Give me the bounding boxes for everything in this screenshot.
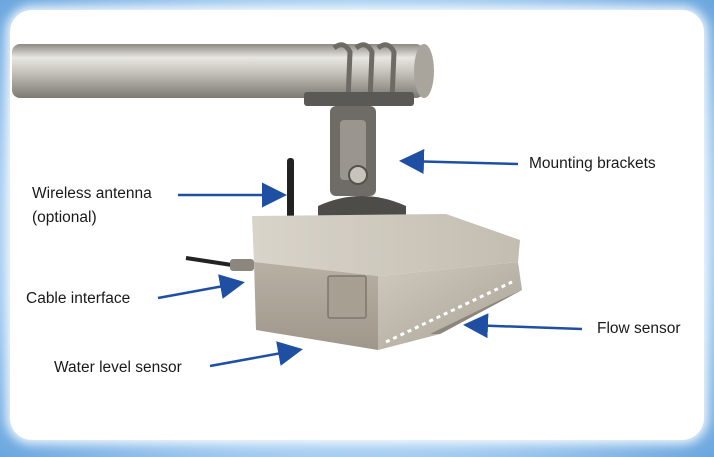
arrow-flow-sensor xyxy=(463,313,583,339)
antenna-rod xyxy=(287,158,294,220)
pipe-clamps xyxy=(332,42,397,101)
arrow-cable-interface xyxy=(157,274,245,300)
label-wireless-antenna: Wireless antenna xyxy=(32,185,152,202)
label-wireless-antenna-note: (optional) xyxy=(32,209,97,226)
arrow-mounting-brackets xyxy=(399,149,519,175)
mounting-bracket xyxy=(304,92,414,218)
label-flow-sensor: Flow sensor xyxy=(597,320,681,337)
label-mounting-brackets: Mounting brackets xyxy=(529,155,656,172)
arrow-water-level-sensor xyxy=(209,341,303,368)
label-water-level-sensor: Water level sensor xyxy=(54,359,182,376)
label-cable-interface: Cable interface xyxy=(26,290,131,307)
cable xyxy=(185,256,254,271)
mounting-pipe xyxy=(12,44,434,98)
sensor-housing xyxy=(252,214,522,350)
